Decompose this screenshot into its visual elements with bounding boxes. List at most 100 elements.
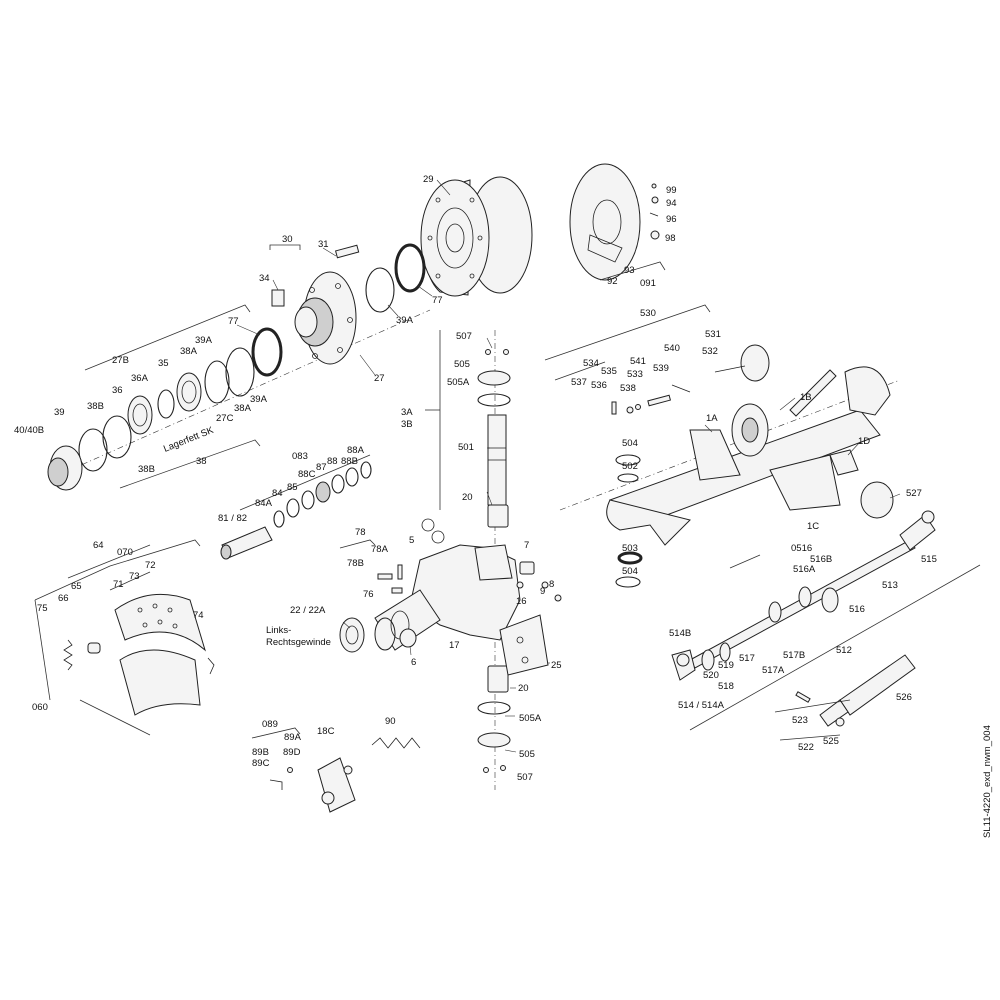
- label-31: 31: [318, 239, 329, 250]
- bearing-stack: [47, 327, 283, 491]
- label-1A: 1A: [706, 413, 718, 424]
- label-89D: 89D: [283, 747, 301, 758]
- label-505A-bottom: 505A: [519, 713, 542, 724]
- label-516A: 516A: [793, 564, 816, 575]
- label-65: 65: [71, 581, 82, 592]
- label-518: 518: [718, 681, 734, 692]
- label-540: 540: [664, 343, 680, 354]
- label-78B: 78B: [347, 558, 364, 569]
- label-76: 76: [363, 589, 374, 600]
- label-87: 87: [316, 462, 327, 473]
- label-512: 512: [836, 645, 852, 656]
- label-38A-inner: 38A: [180, 346, 198, 357]
- label-091: 091: [640, 278, 656, 289]
- label-523: 523: [792, 715, 808, 726]
- label-64: 64: [93, 540, 104, 551]
- label-5: 5: [409, 535, 414, 546]
- tie-rod: [671, 510, 936, 727]
- label-525: 525: [823, 736, 839, 747]
- label-16: 16: [516, 596, 527, 607]
- label-38A-lower: 38A: [234, 403, 252, 414]
- label-532: 532: [702, 346, 718, 357]
- label-3B: 3B: [401, 419, 413, 430]
- label-29: 29: [423, 174, 434, 185]
- label-507-top: 507: [456, 331, 472, 342]
- leader-lines: [236, 179, 901, 753]
- steering-knuckle: [339, 349, 562, 773]
- label-77-seal: 77: [432, 295, 443, 306]
- label-516B: 516B: [810, 554, 832, 565]
- tierod-labels: 0516 516B 516A 515 513 516 514B 517 517B…: [669, 543, 937, 753]
- label-35: 35: [158, 358, 169, 369]
- label-88: 88: [327, 456, 338, 467]
- label-78: 78: [355, 527, 366, 538]
- label-89A: 89A: [284, 732, 302, 743]
- label-39A-seal: 39A: [396, 315, 414, 326]
- brake-labels: 64 070 72 65 71 73 75 66 74 060: [32, 540, 204, 713]
- label-39A-inner: 39A: [195, 335, 213, 346]
- label-38B-bottom: 38B: [138, 464, 155, 475]
- label-535: 535: [601, 366, 617, 377]
- label-89B: 89B: [252, 747, 269, 758]
- label-77-inner: 77: [228, 316, 239, 327]
- label-537: 537: [571, 377, 587, 388]
- label-505-top: 505: [454, 359, 470, 370]
- label-27B: 27B: [112, 355, 129, 366]
- label-71: 71: [113, 579, 124, 590]
- label-73: 73: [129, 571, 140, 582]
- group-brackets: [34, 244, 981, 741]
- label-90: 90: [385, 716, 396, 727]
- label-060: 060: [32, 702, 48, 713]
- grease-label: Lagerfett SK: [162, 425, 216, 455]
- thread-note-line2: Rechtsgewinde: [266, 637, 331, 648]
- brake-drum: [420, 176, 533, 297]
- label-72: 72: [145, 560, 156, 571]
- brake-backing-plate: [569, 163, 660, 281]
- label-507-bottom: 507: [517, 772, 533, 783]
- label-505-bottom: 505: [519, 749, 535, 760]
- label-514B: 514B: [669, 628, 691, 639]
- label-530: 530: [640, 308, 656, 319]
- label-534: 534: [583, 358, 599, 369]
- label-538: 538: [620, 383, 636, 394]
- label-85: 85: [287, 482, 298, 493]
- label-40-40B: 40/40B: [14, 425, 44, 436]
- label-92: 92: [607, 276, 618, 287]
- label-27C: 27C: [216, 413, 234, 424]
- label-38: 38: [196, 456, 207, 467]
- label-539: 539: [653, 363, 669, 374]
- label-22-22A: 22 / 22A: [290, 605, 326, 616]
- label-502: 502: [622, 461, 638, 472]
- label-8: 8: [549, 579, 554, 590]
- label-6: 6: [411, 657, 416, 668]
- label-96: 96: [666, 214, 677, 225]
- brake-shoes: [63, 593, 215, 716]
- label-18C: 18C: [317, 726, 335, 737]
- label-75: 75: [37, 603, 48, 614]
- label-519: 519: [718, 660, 734, 671]
- label-531: 531: [705, 329, 721, 340]
- label-1B: 1B: [800, 392, 812, 403]
- label-0516: 0516: [791, 543, 812, 554]
- label-070: 070: [117, 547, 133, 558]
- label-517B: 517B: [783, 650, 805, 661]
- drawing-id: SL11-4220_exd_nwm_004: [982, 725, 993, 838]
- label-84: 84: [272, 488, 283, 499]
- label-93: 93: [624, 265, 635, 276]
- axle-beam: [606, 344, 894, 588]
- label-20-bottom: 20: [518, 683, 529, 694]
- label-94: 94: [666, 198, 677, 209]
- thread-note-line1: Links-: [266, 625, 291, 636]
- shaft-assembly: [220, 461, 372, 560]
- label-536: 536: [591, 380, 607, 391]
- label-30: 30: [282, 234, 293, 245]
- label-3A: 3A: [401, 407, 413, 418]
- label-84A: 84A: [255, 498, 273, 509]
- label-501: 501: [458, 442, 474, 453]
- label-533: 533: [627, 369, 643, 380]
- label-27: 27: [374, 373, 385, 384]
- kingpin-labels: 507 505 505A 3A 3B 501 20 083 88A 88 88B…: [218, 331, 562, 783]
- label-99: 99: [666, 185, 677, 196]
- label-36: 36: [112, 385, 123, 396]
